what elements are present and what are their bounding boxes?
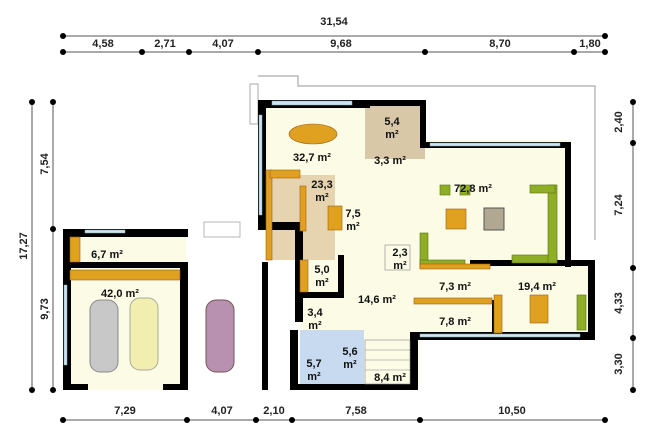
car-grey: [89, 299, 119, 373]
desk: [529, 294, 549, 324]
dim-left-2: 9,73: [39, 298, 51, 319]
wardrobe: [419, 263, 491, 270]
room-area-label: 14,6 m²: [358, 294, 396, 306]
bathroom-floor: [300, 330, 336, 388]
coffee-table: [445, 208, 467, 230]
windows: [63, 100, 581, 366]
dim-bottom-5: 10,50: [498, 405, 526, 417]
room-area-label: 6,7 m²: [91, 249, 123, 261]
dim-bottom-3: 2,10: [263, 405, 284, 417]
kitchen-counter: [265, 169, 273, 261]
furniture: [69, 123, 587, 334]
dimension-lines: [29, 33, 636, 423]
dim-top-6: 1,80: [579, 38, 600, 50]
room-area-label: 3,3 m²: [374, 155, 406, 167]
room-area-label: 19,4 m²: [518, 281, 556, 293]
dim-right-1: 2,40: [613, 111, 625, 132]
room-area-label: 32,7 m²: [293, 152, 331, 164]
dim-top-1: 4,58: [92, 38, 113, 50]
entrance-step: [249, 83, 259, 125]
dim-top-5: 8,70: [489, 38, 510, 50]
car-purple: [205, 299, 235, 373]
dim-top-total: 31,54: [320, 16, 348, 28]
dining-table: [288, 123, 338, 145]
fireplace: [483, 207, 505, 231]
dim-top-4: 9,68: [330, 38, 351, 50]
dim-right-3: 4,33: [613, 292, 625, 313]
garage-shelves: [69, 269, 181, 281]
room-area-label: 7,8 m²: [439, 316, 471, 328]
dim-top-2: 2,71: [154, 38, 175, 50]
room-area-label: 7,3 m²: [439, 281, 471, 293]
dim-bottom-4: 7,58: [345, 405, 366, 417]
car-yellow: [129, 297, 159, 371]
terrace-outline: [258, 75, 596, 240]
dim-bottom-1: 7,29: [114, 405, 135, 417]
dim-left-1: 7,54: [39, 152, 51, 174]
dim-top-3: 4,07: [212, 38, 233, 50]
dim-right-4: 3,30: [613, 353, 625, 374]
dim-bottom-2: 4,07: [211, 405, 232, 417]
dim-right-2: 7,24: [613, 193, 625, 215]
floors: [68, 104, 590, 390]
room-area-label: 72,8 m²: [454, 183, 492, 195]
cars: [89, 297, 235, 373]
kitchen-table: [327, 205, 343, 231]
room-area-label: 42,0 m²: [101, 288, 139, 300]
room-area-label: 8,4 m²: [374, 372, 406, 384]
dim-left-total: 17,27: [18, 232, 30, 260]
stairs: [203, 221, 411, 385]
winter-garden: [365, 104, 425, 159]
